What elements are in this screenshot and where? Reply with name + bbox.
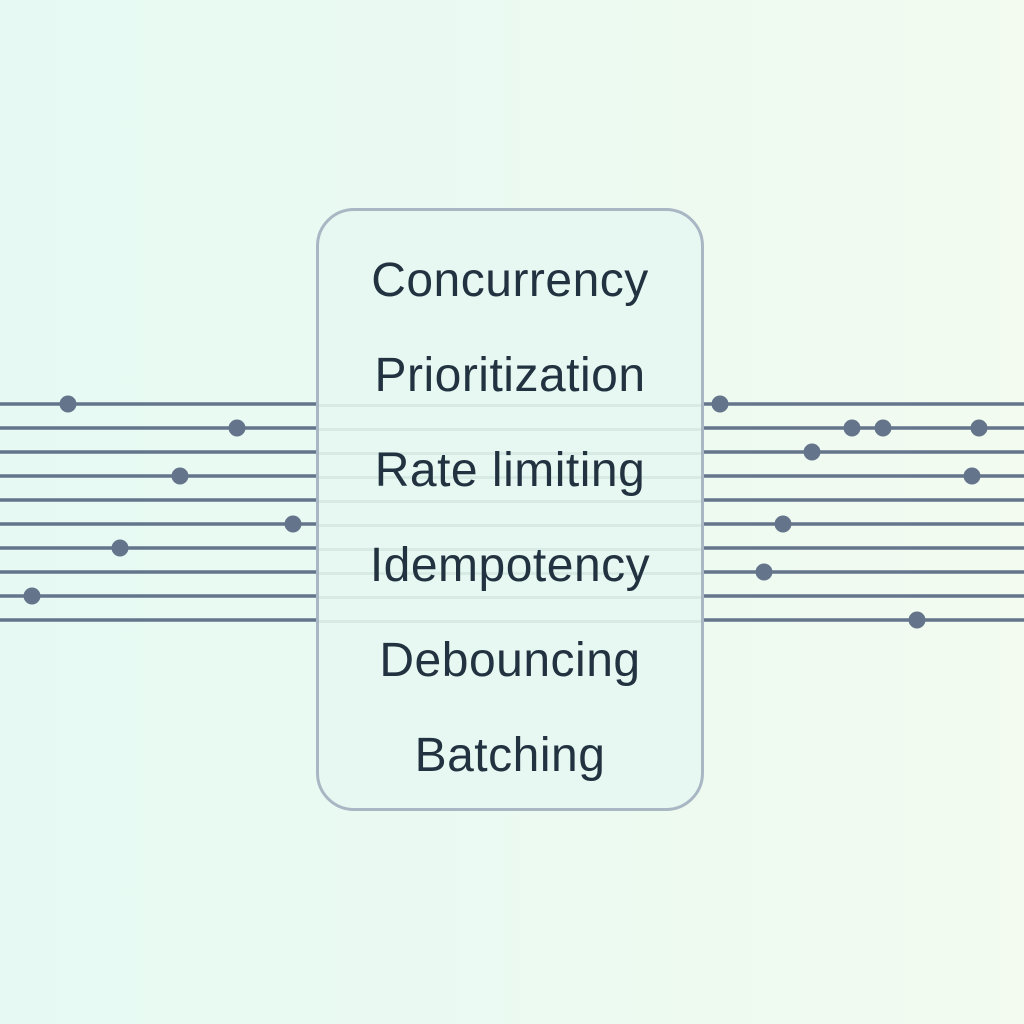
card-item-idempotency: Idempotency bbox=[369, 539, 651, 592]
wire-node-dot bbox=[59, 395, 77, 413]
card-item-debouncing: Debouncing bbox=[379, 634, 641, 687]
wire-node-dot bbox=[111, 539, 129, 557]
wire-node-dot bbox=[711, 395, 729, 413]
wire-node-dot bbox=[23, 587, 41, 605]
card-item-prioritization: Prioritization bbox=[374, 349, 646, 402]
wire-node-dot bbox=[843, 419, 861, 437]
wire-node-dot bbox=[755, 563, 773, 581]
wire-node-dot bbox=[908, 611, 926, 629]
wire-node-dot bbox=[970, 419, 988, 437]
wire-node-dot bbox=[228, 419, 246, 437]
card-item-rate-limiting: Rate limiting bbox=[374, 444, 646, 497]
wire-node-dot bbox=[284, 515, 302, 533]
card-item-batching: Batching bbox=[414, 729, 606, 782]
wire-node-dot bbox=[803, 443, 821, 461]
wire-node-dot bbox=[874, 419, 892, 437]
concepts-card: Concurrency Prioritization Rate limiting… bbox=[316, 208, 704, 811]
wire-node-dot bbox=[963, 467, 981, 485]
concepts-list: Concurrency Prioritization Rate limiting… bbox=[319, 233, 701, 803]
card-item-concurrency: Concurrency bbox=[371, 254, 649, 307]
wire-node-dot bbox=[171, 467, 189, 485]
wire-node-dot bbox=[774, 515, 792, 533]
